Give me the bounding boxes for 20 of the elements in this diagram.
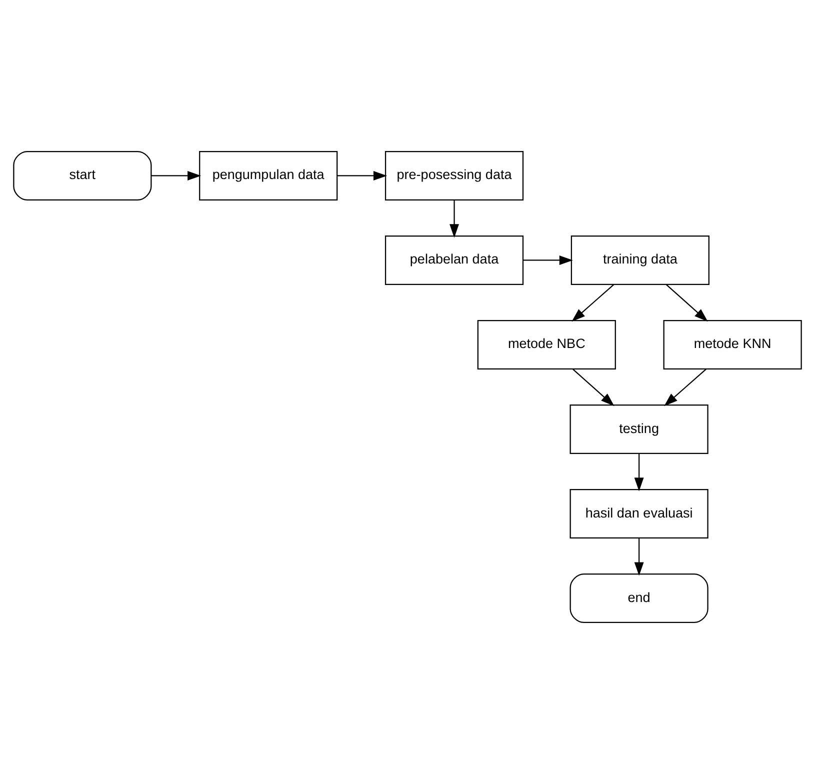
node-box: training data — [570, 235, 709, 286]
arrow — [634, 538, 644, 576]
arrow — [336, 171, 386, 180]
arrow — [449, 200, 458, 238]
node-box: start — [12, 150, 152, 201]
arrow — [522, 256, 572, 265]
node-box: testing — [569, 404, 708, 454]
arrow — [664, 368, 706, 406]
node-box: hasil dan evaluasi — [569, 488, 708, 539]
arrow — [571, 284, 614, 322]
node-box: end — [569, 573, 708, 624]
node-box: metode KNN — [662, 320, 802, 370]
node-box: metode NBC — [476, 320, 616, 370]
node-box: pengumpulan data — [198, 150, 338, 201]
arrow — [150, 171, 201, 180]
node-box: pre-posessing data — [384, 150, 524, 201]
arrow — [666, 284, 708, 322]
arrow — [572, 368, 614, 406]
node-box: pelabelan data — [384, 235, 524, 286]
arrow — [634, 454, 644, 492]
